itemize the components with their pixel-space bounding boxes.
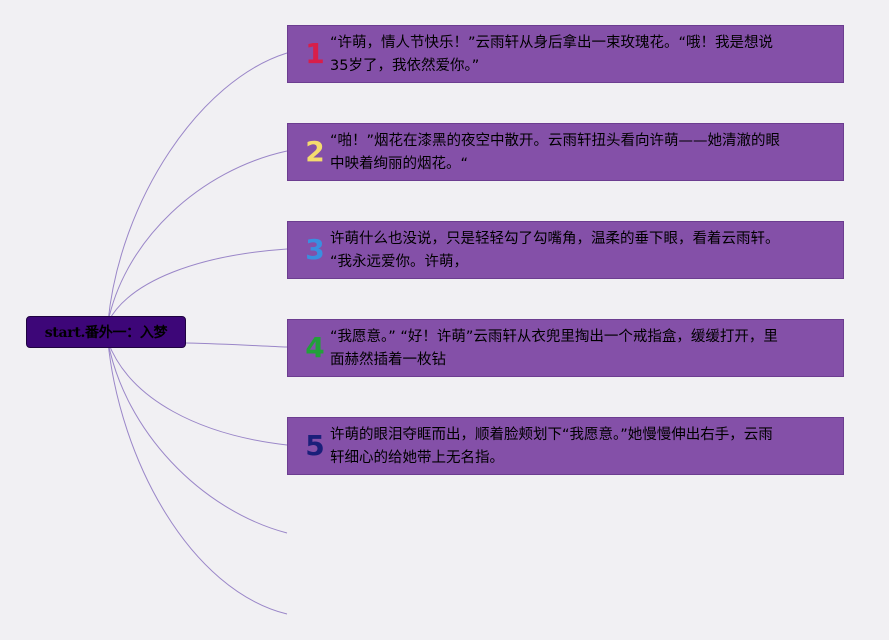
topic-text-5: 许萌的眼泪夺眶而出，顺着脸颊划下“我愿意。”她慢慢伸出右手，云雨 轩细心的给她带… bbox=[330, 427, 773, 466]
connector-line-3 bbox=[107, 248, 288, 323]
topic-node-4[interactable]: 4 “我愿意。” “好！许萌”云雨轩从衣兜里掏出一个戒指盒，缓缓打开，里 面赫然… bbox=[287, 319, 844, 377]
topic-node-1[interactable]: 1 “许萌，情人节快乐！”云雨轩从身后拿出一束玫瑰花。“哦！我是想说 35岁了，… bbox=[287, 25, 844, 83]
number-badge-2: 2 bbox=[305, 135, 325, 168]
topic-node-3[interactable]: 3 许萌什么也没说，只是轻轻勾了勾嘴角，温柔的垂下眼，看着云雨轩。 “我永远爱你… bbox=[287, 221, 844, 279]
connector-line-5 bbox=[107, 341, 288, 446]
connector-line-1 bbox=[107, 52, 288, 323]
root-node[interactable]: start.番外一：入梦 bbox=[26, 316, 186, 348]
connector-line-6 bbox=[107, 341, 288, 534]
root-label: start.番外一：入梦 bbox=[44, 325, 168, 341]
connector-line-2 bbox=[107, 150, 288, 323]
connector-line-7 bbox=[107, 341, 288, 615]
connector-line-4 bbox=[185, 342, 288, 348]
number-badge-3: 3 bbox=[305, 233, 325, 266]
topic-node-5[interactable]: 5 许萌的眼泪夺眶而出，顺着脸颊划下“我愿意。”她慢慢伸出右手，云雨 轩细心的给… bbox=[287, 417, 844, 475]
number-badge-1: 1 bbox=[305, 37, 325, 70]
topic-text-4: “我愿意。” “好！许萌”云雨轩从衣兜里掏出一个戒指盒，缓缓打开，里 面赫然插着… bbox=[330, 329, 778, 368]
topic-text-2: “啪！”烟花在漆黑的夜空中散开。云雨轩扭头看向许萌——她清澈的眼 中映着绚丽的烟… bbox=[330, 133, 781, 172]
topic-text-3: 许萌什么也没说，只是轻轻勾了勾嘴角，温柔的垂下眼，看着云雨轩。 “我永远爱你。许… bbox=[330, 231, 780, 270]
number-badge-4: 4 bbox=[305, 331, 325, 364]
topic-node-2[interactable]: 2 “啪！”烟花在漆黑的夜空中散开。云雨轩扭头看向许萌——她清澈的眼 中映着绚丽… bbox=[287, 123, 844, 181]
number-badge-5: 5 bbox=[305, 429, 325, 462]
topic-text-1: “许萌，情人节快乐！”云雨轩从身后拿出一束玫瑰花。“哦！我是想说 35岁了，我依… bbox=[330, 35, 774, 74]
